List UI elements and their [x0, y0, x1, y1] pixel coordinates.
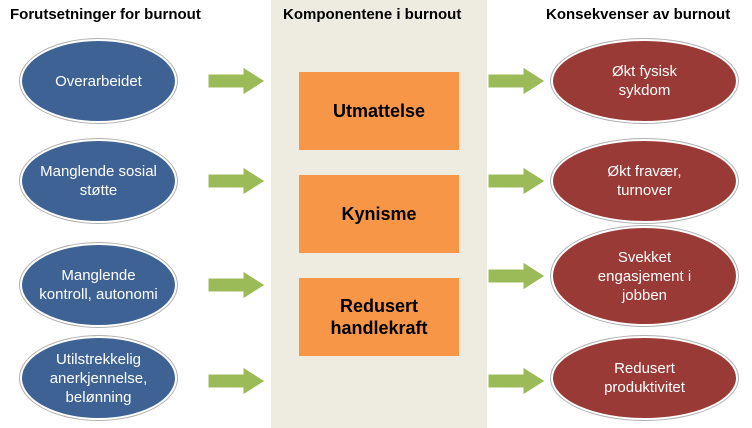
cause-label: Manglende kontroll, autonomi [39, 267, 158, 303]
arrow-right-icon [487, 366, 546, 396]
consequence-absence-turnover: Økt fravær, turnover [551, 139, 738, 223]
arrow-right-icon [207, 366, 266, 396]
component-exhaustion: Utmattelse [299, 72, 459, 150]
consequence-label: Økt fysisk sykdom [611, 63, 677, 99]
cause-label: Overarbeidet [55, 72, 142, 90]
cause-lack-of-social-support: Manglende sosial støtte [20, 139, 177, 223]
causes-heading: Forutsetninger for burnout [10, 6, 201, 23]
consequences-heading: Konsekvenser av burnout [546, 6, 731, 23]
cause-label: Utilstrekkelig anerkjennelse, belønning [49, 350, 148, 406]
arrow-right-icon [207, 166, 266, 196]
consequence-label: Svekket engasjement i jobben [597, 248, 692, 304]
consequence-label: Økt fravær, turnover [607, 163, 682, 199]
cause-label: Manglende sosial støtte [40, 163, 157, 199]
arrow-right-icon [487, 261, 546, 291]
arrow-right-icon [207, 270, 266, 300]
consequence-physical-illness: Økt fysisk sykdom [551, 39, 738, 123]
component-label: Kynisme [341, 204, 417, 224]
arrow-right-icon [487, 66, 546, 96]
cause-insufficient-recognition: Utilstrekkelig anerkjennelse, belønning [20, 336, 177, 420]
consequence-reduced-engagement: Svekket engasjement i jobben [551, 226, 738, 326]
consequence-reduced-productivity: Redusert produktivitet [551, 336, 738, 420]
component-label: Redusert handlekraft [330, 296, 428, 338]
cause-lack-of-control: Manglende kontroll, autonomi [20, 243, 177, 327]
arrow-right-icon [207, 66, 266, 96]
cause-overworked: Overarbeidet [20, 39, 177, 123]
consequence-label: Redusert produktivitet [604, 360, 685, 396]
arrow-right-icon [487, 166, 546, 196]
component-reduced-efficacy: Redusert handlekraft [299, 278, 459, 356]
component-cynicism: Kynisme [299, 175, 459, 253]
components-heading: Komponentene i burnout [283, 6, 462, 23]
component-label: Utmattelse [332, 101, 426, 121]
